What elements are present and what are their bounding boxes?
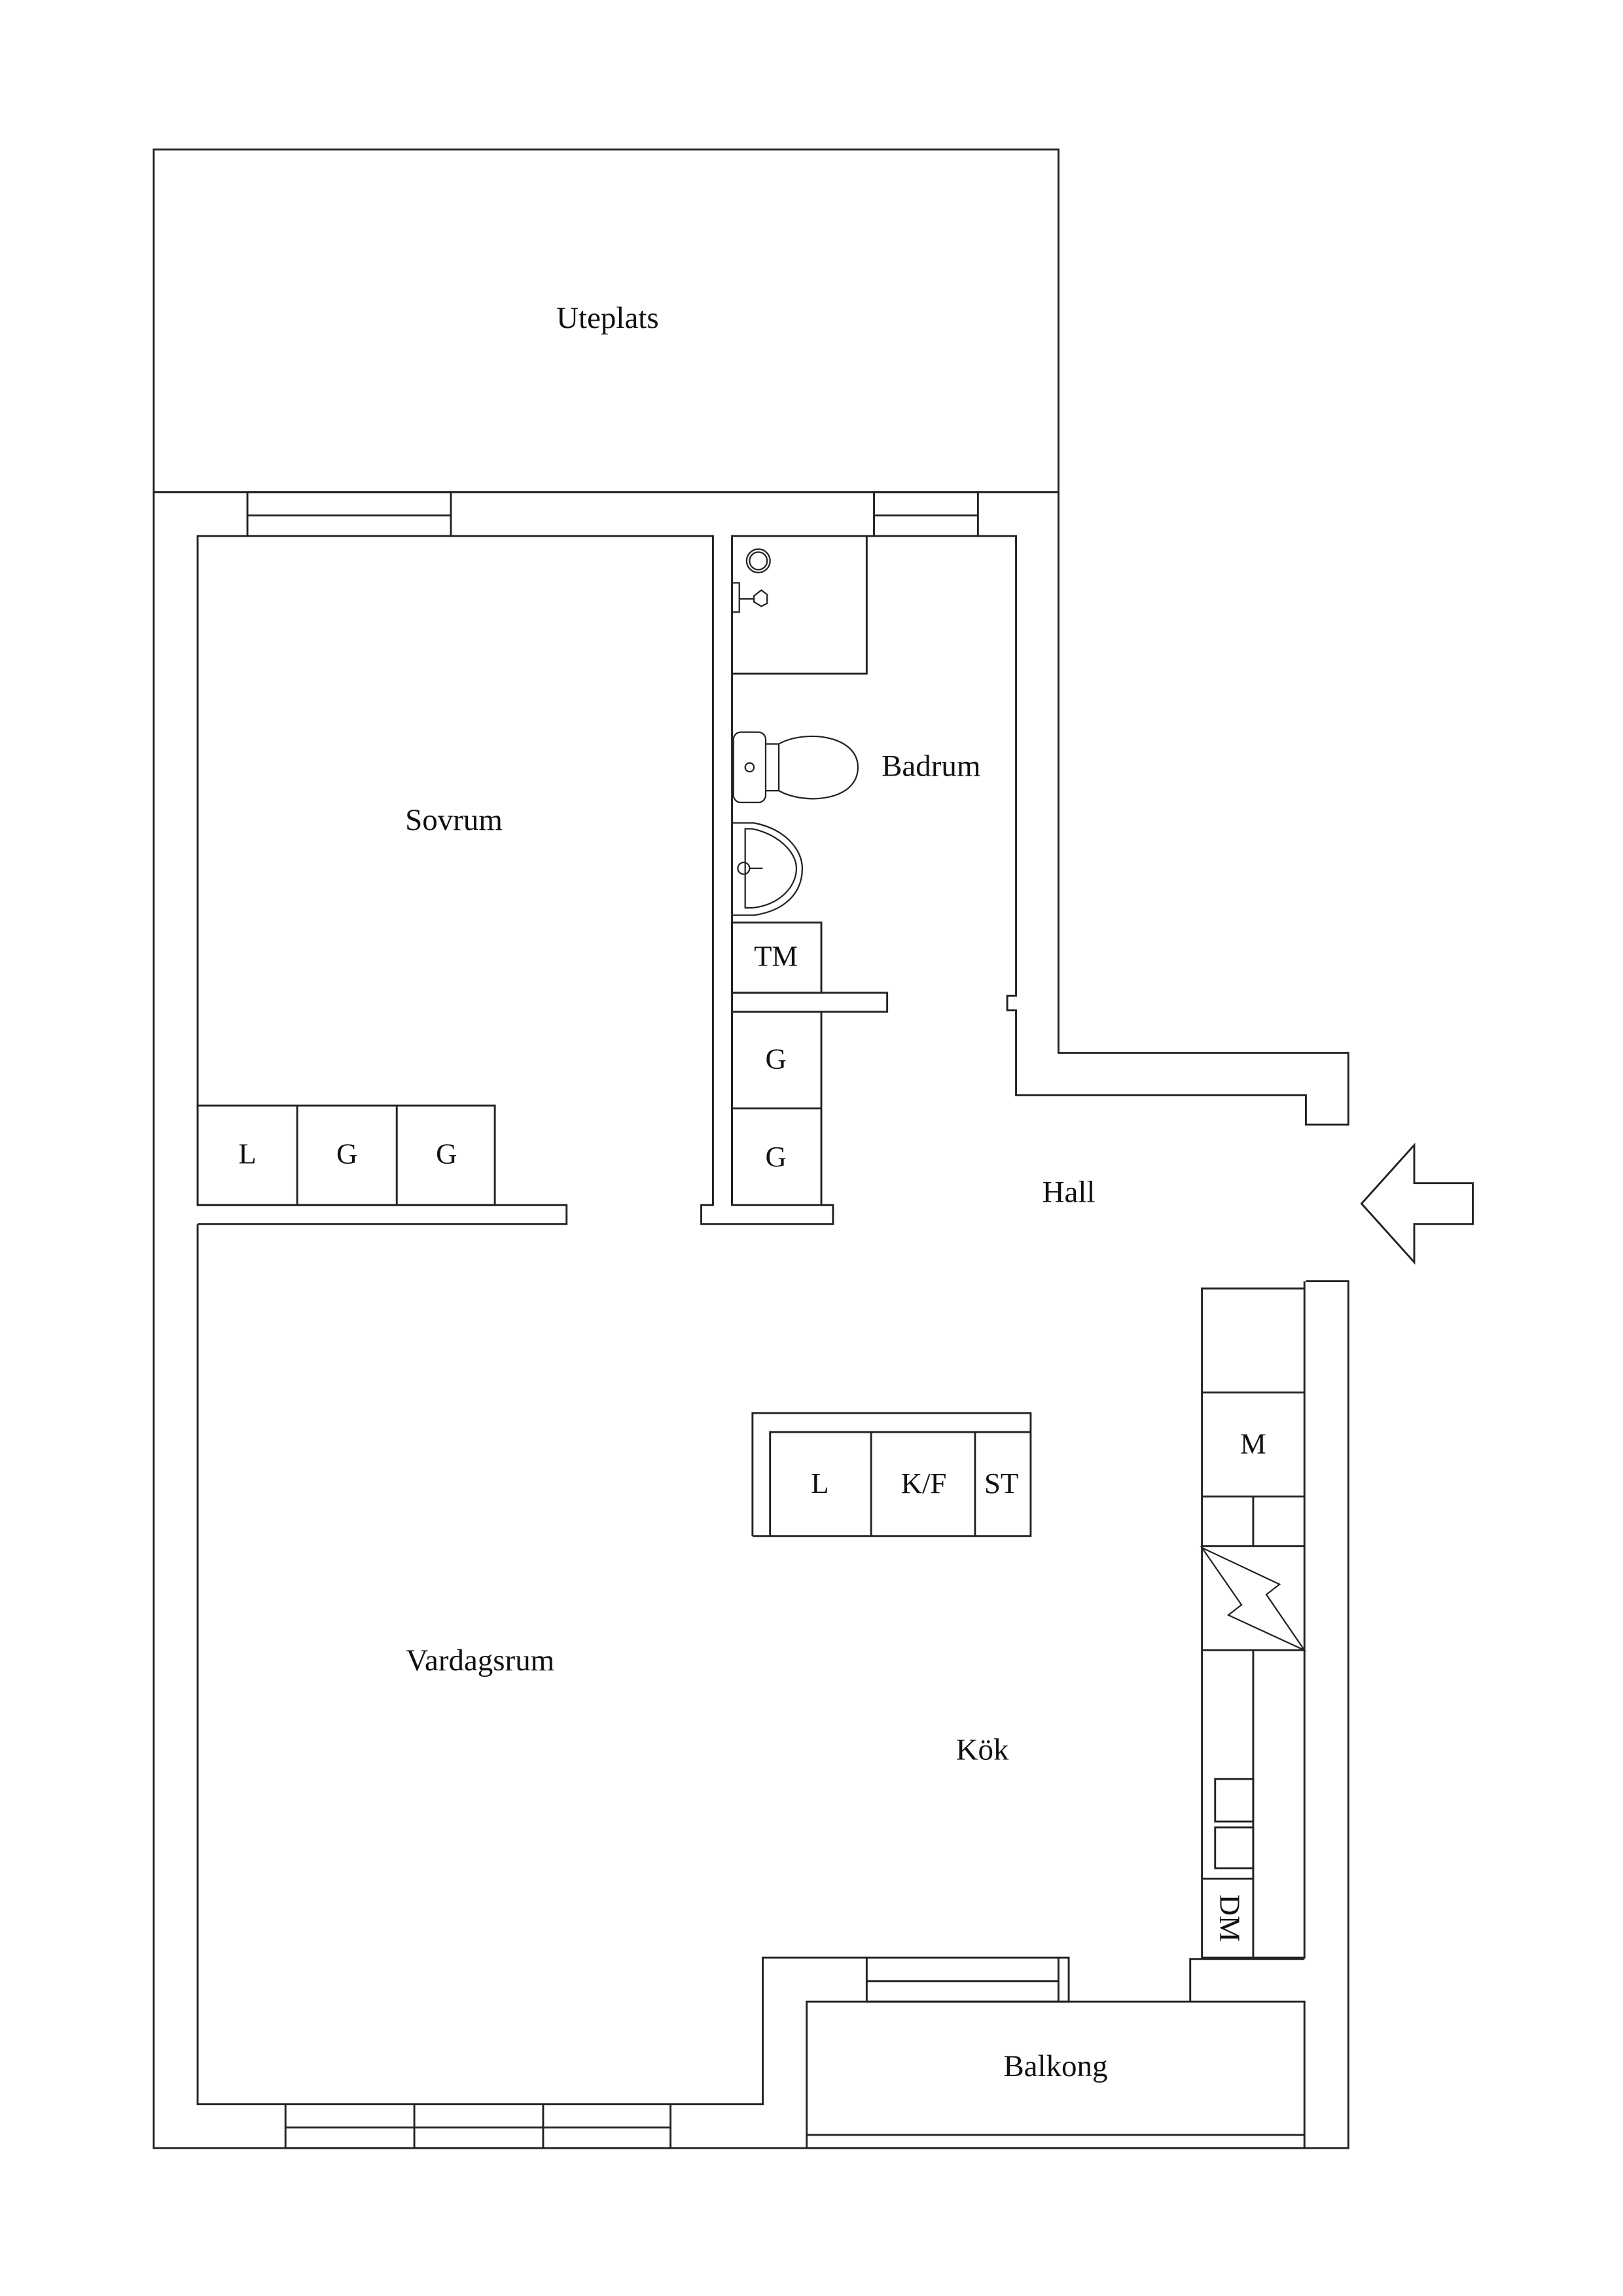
balkong-area xyxy=(806,1958,1306,2149)
sink-icon xyxy=(732,822,804,916)
room-label-uteplats: Uteplats xyxy=(556,301,659,335)
window-balcony-door xyxy=(865,1956,1070,2003)
hall-wardrobe-g2: G xyxy=(765,1140,786,1173)
bathroom-walls xyxy=(731,922,889,1206)
bedroom-wardrobe-g2: G xyxy=(436,1138,457,1170)
island-kf: K/F xyxy=(901,1467,947,1499)
kitchen-m-label: M xyxy=(1240,1427,1266,1460)
window-living-room xyxy=(284,2103,672,2149)
window-bathroom xyxy=(873,491,979,537)
outer-walls xyxy=(152,491,1349,2149)
kitchen-counter xyxy=(1201,1281,1306,1959)
room-label-sovrum: Sovrum xyxy=(405,803,503,837)
kitchen-dm-label: DM xyxy=(1213,1895,1246,1942)
shower-area xyxy=(732,535,868,675)
stove-lightning-icon xyxy=(1200,1545,1307,1653)
room-label-vardagsrum: Vardagsrum xyxy=(406,1643,554,1677)
entrance-arrow-icon xyxy=(1360,1142,1474,1265)
shower-icon xyxy=(731,548,771,613)
bathroom-tm-label: TM xyxy=(754,940,798,973)
room-label-badrum: Badrum xyxy=(882,749,980,783)
island-st: ST xyxy=(984,1467,1018,1499)
room-label-balkong: Balkong xyxy=(1003,2049,1107,2083)
island-l: L xyxy=(811,1467,829,1499)
bedroom-wardrobe-g1: G xyxy=(336,1138,357,1170)
window-bedroom xyxy=(246,491,452,537)
room-label-hall: Hall xyxy=(1043,1175,1096,1209)
hall-wardrobe-g1: G xyxy=(765,1042,786,1075)
toilet-icon xyxy=(732,731,859,804)
bedroom-wardrobe-l: L xyxy=(238,1138,256,1170)
bedroom-partition xyxy=(196,1104,568,1225)
kitchen-island xyxy=(751,1412,1032,1537)
room-label-kok: Kök xyxy=(956,1733,1009,1767)
